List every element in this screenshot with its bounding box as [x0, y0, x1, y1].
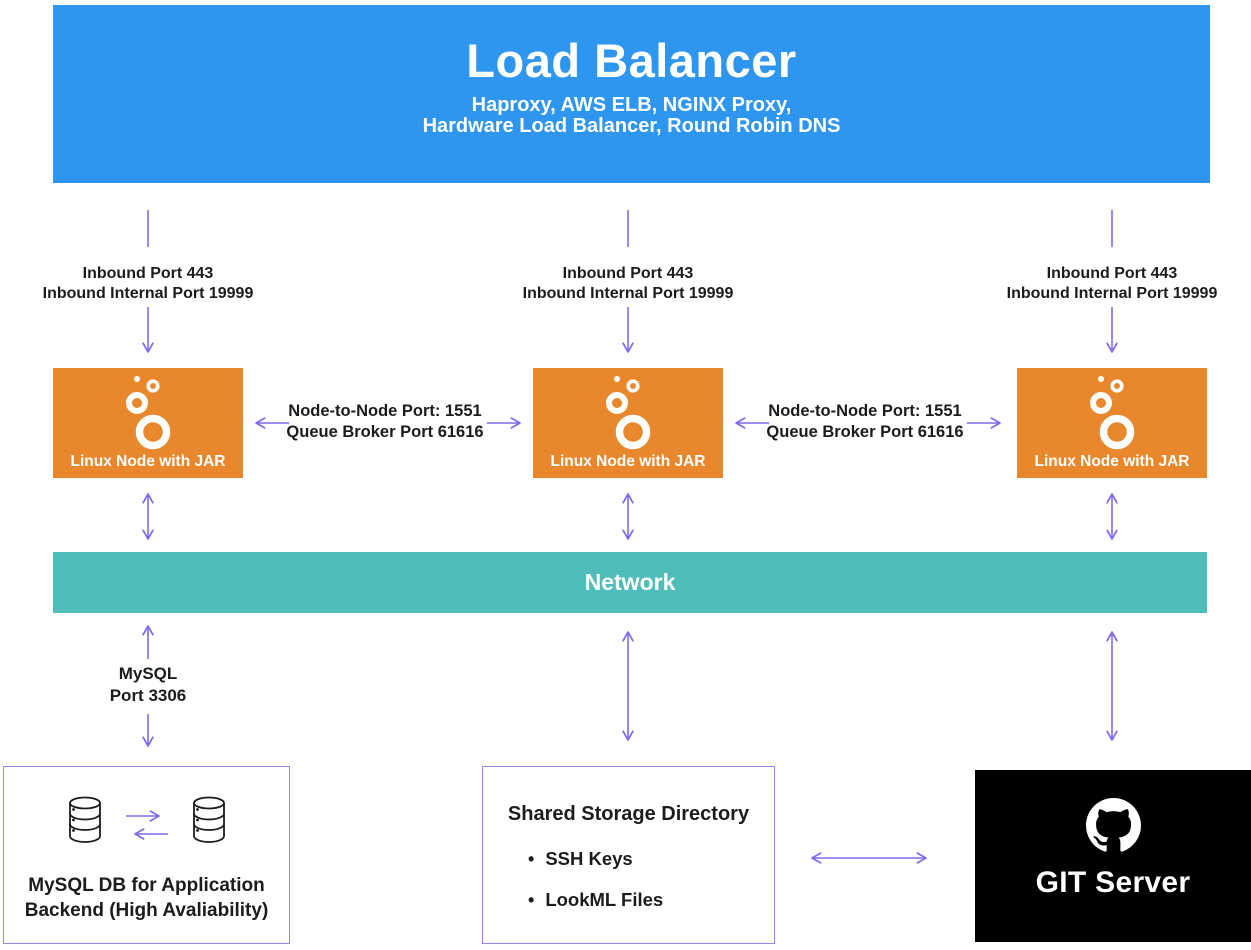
inbound-port-label-3: Inbound Port 443 Inbound Internal Port 1… — [972, 264, 1251, 304]
bullet-glyph: • — [528, 848, 535, 869]
load-balancer-title: Load Balancer — [466, 33, 797, 87]
storage-item-label: SSH Keys — [545, 848, 633, 869]
node-link-label-2: Node-to-Node Port: 1551 Queue Broker Por… — [740, 401, 990, 443]
shared-storage-list: • SSH Keys • LookML Files — [528, 848, 774, 911]
shared-storage-title: Shared Storage Directory — [507, 803, 750, 825]
shared-storage-box: Shared Storage Directory • SSH Keys • Lo… — [482, 766, 775, 944]
mysql-db-caption: MySQL DB for Application Backend (High A… — [4, 873, 289, 923]
github-octocat-icon — [1085, 798, 1141, 852]
node-link-label-1: Node-to-Node Port: 1551 Queue Broker Por… — [260, 401, 510, 443]
git-server-label: GIT Server — [1035, 866, 1191, 899]
looker-bubbles-icon — [606, 376, 651, 450]
inbound-port-line1: Inbound Port 443 — [1046, 265, 1178, 282]
database-cylinder-icon — [192, 796, 225, 843]
mysql-port-line1: MySQL — [118, 664, 178, 683]
load-balancer-subtitle-line2: Hardware Load Balancer, Round Robin DNS — [422, 114, 841, 137]
node-link-line1: Node-to-Node Port: 1551 — [768, 402, 962, 420]
database-cylinder-icon — [68, 796, 101, 843]
inbound-port-line1: Inbound Port 443 — [562, 265, 694, 282]
node-link-line2: Queue Broker Port 61616 — [766, 423, 964, 441]
database-replication-icon — [4, 796, 289, 846]
mysql-db-caption-line2: Backend (High Avaliability) — [24, 900, 269, 921]
node-link-line1: Node-to-Node Port: 1551 — [288, 402, 482, 420]
inbound-port-label-2: Inbound Port 443 Inbound Internal Port 1… — [488, 264, 768, 304]
mysql-port-label: MySQL Port 3306 — [58, 663, 238, 707]
inbound-port-label-1: Inbound Port 443 Inbound Internal Port 1… — [8, 264, 288, 304]
storage-item-label: LookML Files — [545, 889, 664, 910]
linux-node-box-1: Linux Node with JAR — [53, 368, 243, 478]
mysql-db-caption-line1: MySQL DB for Application — [28, 875, 265, 896]
linux-node-label: Linux Node with JAR — [550, 453, 706, 470]
bullet-glyph: • — [528, 889, 535, 910]
linux-node-label: Linux Node with JAR — [70, 453, 226, 470]
inbound-port-line2: Inbound Internal Port 19999 — [42, 285, 254, 302]
inbound-port-line2: Inbound Internal Port 19999 — [522, 285, 734, 302]
load-balancer-box: Load Balancer Haproxy, AWS ELB, NGINX Pr… — [53, 5, 1210, 183]
list-item: • LookML Files — [528, 889, 774, 911]
linux-node-box-2: Linux Node with JAR — [533, 368, 723, 478]
network-label: Network — [584, 569, 676, 595]
load-balancer-subtitle-line1: Haproxy, AWS ELB, NGINX Proxy, — [471, 93, 792, 116]
load-balancer-subtitle: Haproxy, AWS ELB, NGINX Proxy, Hardware … — [422, 93, 841, 137]
looker-bubbles-icon — [126, 376, 171, 450]
inbound-port-line2: Inbound Internal Port 19999 — [1006, 285, 1218, 302]
inbound-port-line1: Inbound Port 443 — [82, 265, 214, 282]
node-link-line2: Queue Broker Port 61616 — [286, 423, 484, 441]
looker-bubbles-icon — [1090, 376, 1135, 450]
linux-node-label: Linux Node with JAR — [1034, 453, 1190, 470]
replication-arrows-icon — [125, 810, 168, 840]
mysql-port-line2: Port 3306 — [109, 686, 187, 705]
list-item: • SSH Keys — [528, 848, 774, 870]
linux-node-box-3: Linux Node with JAR — [1017, 368, 1207, 478]
mysql-db-box: MySQL DB for Application Backend (High A… — [3, 766, 290, 944]
network-bar: Network — [53, 552, 1207, 613]
git-server-box: GIT Server — [975, 770, 1251, 942]
